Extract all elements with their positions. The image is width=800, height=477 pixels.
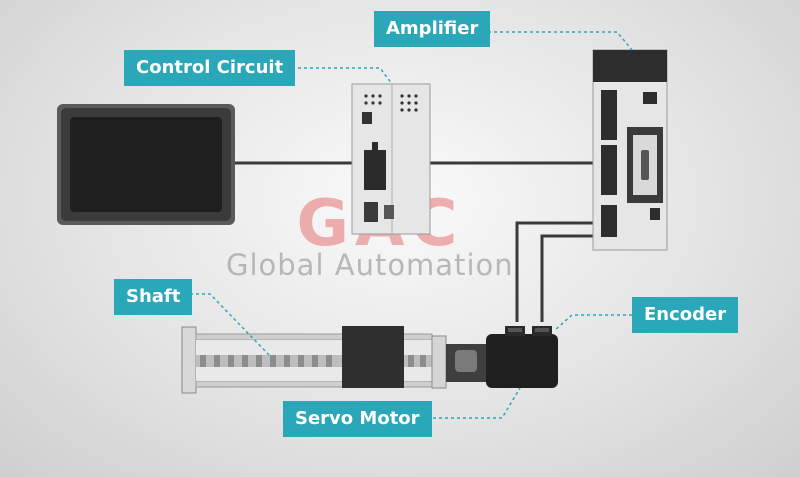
control-circuit-label: Control Circuit xyxy=(124,50,296,86)
servo-motor-unit xyxy=(486,326,558,388)
servo-motor-label: Servo Motor xyxy=(283,401,432,437)
watermark-text: Global Automation xyxy=(226,248,514,282)
encoder-label: Encoder xyxy=(632,297,739,333)
hmi-display xyxy=(57,104,235,225)
shaft-screw xyxy=(200,355,426,367)
amplifier-label: Amplifier xyxy=(374,11,491,47)
label-leader-lines xyxy=(184,31,633,419)
control-circuit-unit xyxy=(351,83,431,235)
linear-actuator xyxy=(181,326,486,394)
connection-cables xyxy=(232,161,593,322)
amplifier-unit xyxy=(592,49,668,251)
shaft-label: Shaft xyxy=(114,279,193,315)
